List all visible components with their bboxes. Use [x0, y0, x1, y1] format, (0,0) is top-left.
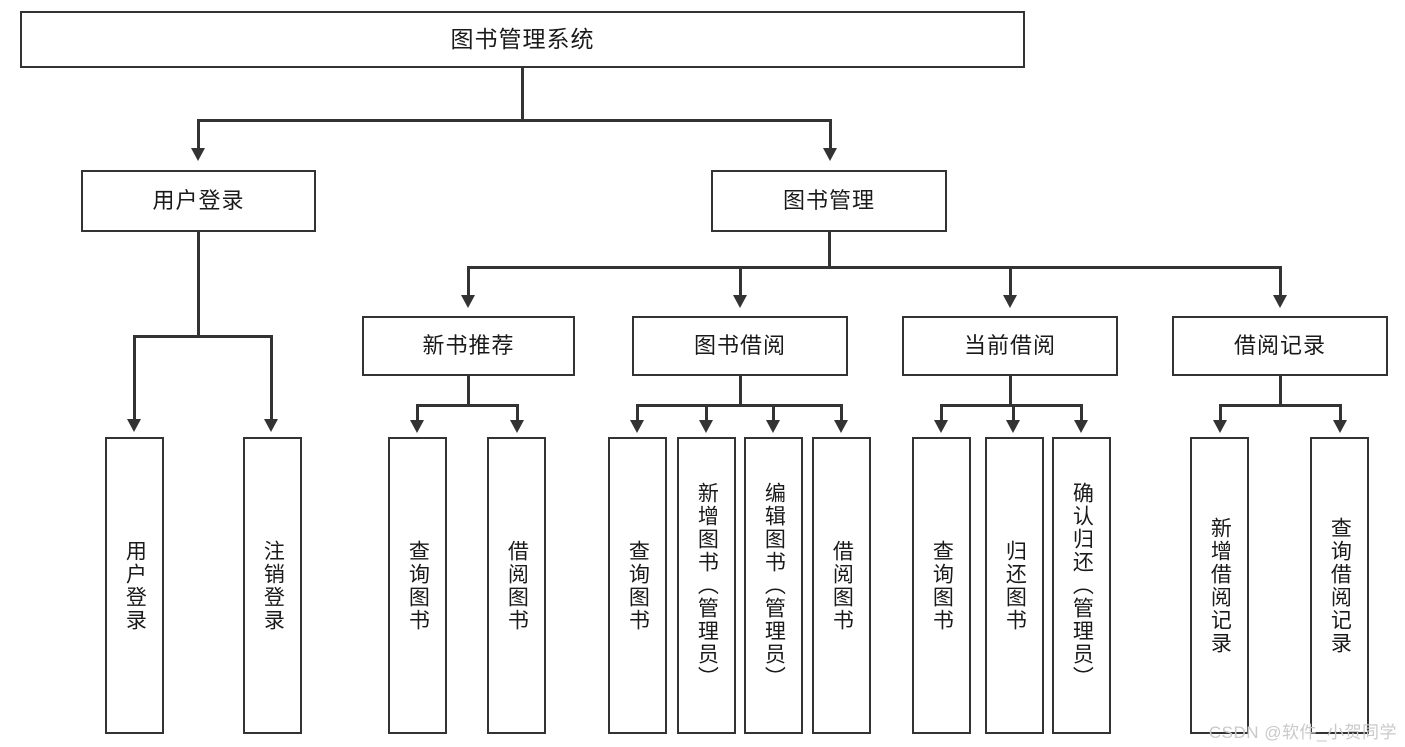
connector-root-stem	[521, 68, 524, 120]
connector-root-to-book-management	[829, 119, 832, 151]
arrowhead-cb-leaf-2	[1006, 420, 1020, 433]
node-label: 用户登录	[123, 539, 147, 632]
arrowhead-user-login-leaf-1	[127, 419, 141, 432]
connector-cb-to-leaf-1	[940, 404, 943, 422]
leaf-query-book-new[interactable]: 查询图书	[388, 437, 447, 734]
node-label: 新书推荐	[422, 332, 515, 358]
connector-new-book-to-leaf-1	[416, 404, 419, 422]
node-label: 当前借阅	[963, 332, 1056, 358]
leaf-add-borrow-record[interactable]: 新增借阅记录	[1190, 437, 1249, 734]
connector-borrow-record-bus	[1219, 404, 1341, 407]
arrowhead-user-login-leaf-2	[264, 419, 278, 432]
arrowhead-borrow-record	[1273, 295, 1287, 308]
arrowhead-bb-leaf-3	[766, 420, 780, 433]
node-book-management[interactable]: 图书管理	[711, 170, 947, 232]
node-current-borrow[interactable]: 当前借阅	[902, 316, 1118, 376]
connector-br-to-leaf-2	[1339, 404, 1342, 422]
connector-bm-to-borrow-book	[739, 266, 742, 298]
node-label: 图书借阅	[693, 332, 786, 358]
arrowhead-cb-leaf-1	[934, 420, 948, 433]
node-root-library-management-system[interactable]: 图书管理系统	[20, 11, 1025, 68]
node-label: 图书管理系统	[450, 25, 595, 52]
arrowhead-br-leaf-1	[1213, 420, 1227, 433]
connector-user-login-to-leaf-1	[133, 335, 136, 420]
leaf-query-borrow-record[interactable]: 查询借阅记录	[1310, 437, 1369, 734]
connector-book-borrow-bus	[636, 404, 842, 407]
node-label: 归还图书	[1003, 539, 1027, 632]
connector-bm-to-new-book	[467, 266, 470, 298]
connector-current-borrow-bus	[940, 404, 1082, 407]
arrowhead-current-borrow	[1003, 295, 1017, 308]
node-label: 借阅图书	[830, 539, 854, 632]
connector-root-bus	[197, 119, 832, 122]
arrowhead-new-book	[461, 295, 475, 308]
node-label: 借阅记录	[1233, 332, 1326, 358]
leaf-logout[interactable]: 注销登录	[243, 437, 302, 734]
connector-current-borrow-stem	[1009, 376, 1012, 406]
connector-bb-to-leaf-2	[705, 404, 708, 422]
leaf-confirm-return-admin[interactable]: 确认归还（管理员）	[1052, 437, 1111, 734]
connector-new-book-stem	[467, 376, 470, 406]
arrowhead-borrow-book	[733, 295, 747, 308]
arrowhead-bb-leaf-1	[630, 420, 644, 433]
arrowhead-cb-leaf-3	[1074, 420, 1088, 433]
connector-bb-to-leaf-4	[840, 404, 843, 422]
leaf-query-book-borrow[interactable]: 查询图书	[608, 437, 667, 734]
connector-bm-to-borrow-record	[1279, 266, 1282, 298]
connector-new-book-bus	[416, 404, 518, 407]
connector-root-to-user-login	[197, 119, 200, 151]
connector-borrow-record-stem	[1279, 376, 1282, 406]
node-label: 编辑图书（管理员）	[762, 482, 786, 689]
node-label: 查询图书	[406, 539, 430, 632]
node-label: 借阅图书	[505, 539, 529, 632]
connector-br-to-leaf-1	[1219, 404, 1222, 422]
connector-book-borrow-stem	[739, 376, 742, 406]
node-book-borrow[interactable]: 图书借阅	[632, 316, 848, 376]
leaf-return-book[interactable]: 归还图书	[985, 437, 1044, 734]
leaf-add-book-admin[interactable]: 新增图书（管理员）	[677, 437, 736, 734]
node-label: 新增借阅记录	[1208, 516, 1232, 655]
leaf-edit-book-admin[interactable]: 编辑图书（管理员）	[744, 437, 803, 734]
node-label: 用户登录	[152, 187, 245, 213]
arrowhead-new-book-leaf-2	[510, 420, 524, 433]
node-new-book-recommend[interactable]: 新书推荐	[362, 316, 575, 376]
connector-user-login-to-leaf-2	[270, 335, 273, 420]
node-label: 查询借阅记录	[1328, 516, 1352, 655]
leaf-borrow-book-new[interactable]: 借阅图书	[487, 437, 546, 734]
leaf-user-login[interactable]: 用户登录	[105, 437, 164, 734]
connector-bm-to-current-borrow	[1009, 266, 1012, 298]
connector-bb-to-leaf-1	[636, 404, 639, 422]
connector-bb-to-leaf-3	[772, 404, 775, 422]
node-borrow-record[interactable]: 借阅记录	[1172, 316, 1388, 376]
node-label: 新增图书（管理员）	[695, 482, 719, 689]
node-label: 查询图书	[930, 539, 954, 632]
arrowhead-new-book-leaf-1	[410, 420, 424, 433]
connector-book-management-bus	[467, 266, 1281, 269]
connector-new-book-to-leaf-2	[516, 404, 519, 422]
node-label: 图书管理	[782, 187, 875, 213]
arrowhead-bb-leaf-4	[834, 420, 848, 433]
node-label: 查询图书	[626, 539, 650, 632]
node-label: 注销登录	[261, 539, 285, 632]
leaf-borrow-book[interactable]: 借阅图书	[812, 437, 871, 734]
connector-cb-to-leaf-2	[1012, 404, 1015, 422]
connector-user-login-bus	[133, 335, 272, 338]
arrowhead-to-book-management	[823, 148, 837, 161]
arrowhead-to-user-login	[191, 148, 205, 161]
connector-user-login-stem	[197, 232, 200, 337]
node-user-login[interactable]: 用户登录	[81, 170, 316, 232]
connector-book-management-stem	[828, 232, 831, 268]
connector-cb-to-leaf-3	[1080, 404, 1083, 422]
node-label: 确认归还（管理员）	[1070, 482, 1094, 689]
leaf-query-book-current[interactable]: 查询图书	[912, 437, 971, 734]
arrowhead-br-leaf-2	[1333, 420, 1347, 433]
arrowhead-bb-leaf-2	[699, 420, 713, 433]
